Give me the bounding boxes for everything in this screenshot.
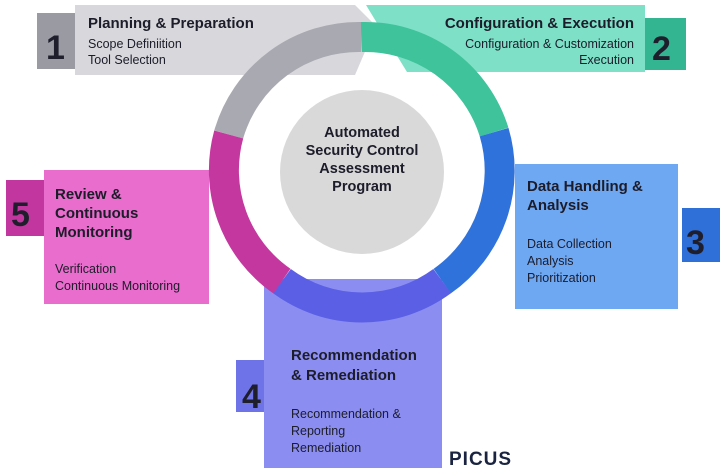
step-2-number: 2: [652, 30, 671, 68]
step-3-number: 3: [686, 224, 705, 262]
step-2-tab: [644, 18, 686, 70]
step-4-title-line-2: & Remediation: [291, 367, 397, 384]
ring-segment-1: [214, 21, 362, 139]
step-3-item: Prioritization: [527, 271, 596, 285]
step-4-item: Remediation: [291, 441, 362, 455]
step-5-title-line-3: Monitoring: [55, 224, 133, 241]
step-5-box: [44, 170, 209, 304]
step-2-item: Execution: [579, 53, 634, 67]
center-line-4: Program: [332, 179, 392, 195]
step-3-item: Analysis: [527, 254, 574, 268]
step-2-title: Configuration & Execution: [444, 15, 634, 32]
ring-segment-2: [360, 21, 509, 137]
center-line-3: Assessment: [319, 161, 405, 177]
step-1-item: Scope Definiition: [88, 37, 182, 51]
step-5-item: Continuous Monitoring: [55, 279, 181, 293]
step-4-item: Recommendation &: [291, 407, 401, 421]
step-5-title-line-1: Review &: [55, 186, 122, 203]
step-1-number: 1: [46, 29, 65, 67]
step-2-item: Configuration & Customization: [465, 37, 634, 51]
step-3-title-line-1: Data Handling &: [527, 178, 643, 195]
step-4-number: 4: [242, 378, 261, 416]
step-3-item: Data Collection: [527, 237, 612, 251]
step-5-title-line-2: Continuous: [55, 205, 139, 222]
center-line-2: Security Control: [305, 143, 419, 159]
center-circle: [280, 90, 444, 254]
step-5-item: Verification: [55, 262, 117, 276]
center-line-1: Automated: [324, 125, 400, 141]
step-3-tab: [682, 208, 720, 262]
step-1-title: Planning & Preparation: [88, 15, 254, 32]
ring-segment-3: [433, 127, 515, 294]
center-title: Automated Security Control Assessment Pr…: [292, 124, 432, 196]
step-3-box: [515, 164, 678, 309]
step-3-title-line-2: Analysis: [527, 197, 589, 214]
step-1-item: Tool Selection: [88, 53, 166, 67]
picus-logo: PICUS: [449, 449, 513, 470]
step-5-tab: [6, 180, 50, 236]
step-4-item: Reporting: [291, 424, 346, 438]
ring-segment-5: [208, 130, 291, 294]
ring-segment-4: [273, 268, 452, 323]
step-4-title-line-1: Recommendation: [291, 347, 417, 364]
step-5-number: 5: [11, 196, 30, 234]
